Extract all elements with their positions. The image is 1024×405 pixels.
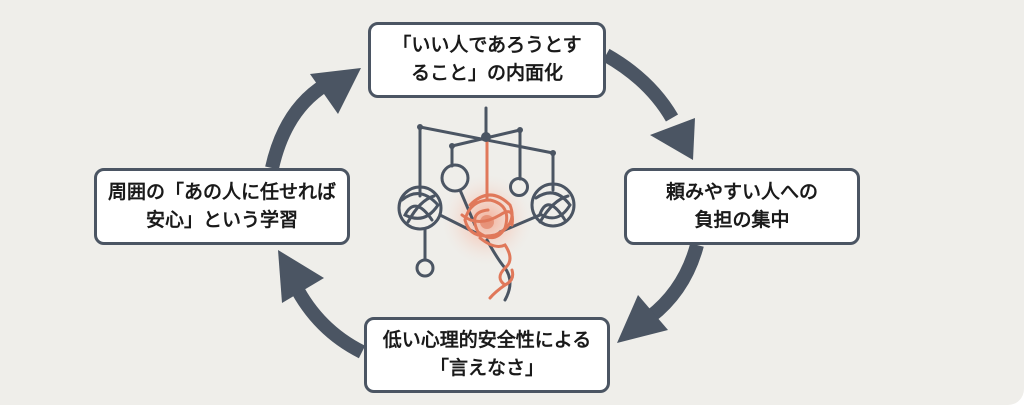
node-text-line: 「いい人であろうとす (392, 34, 582, 57)
arrowhead-icon (310, 68, 361, 114)
arrowhead-icon (278, 250, 324, 303)
tangled-mobile-icon (397, 106, 576, 302)
cycle-node-low-psychological-safety: 低い心理的安全性による 「言えなさ」 (364, 317, 610, 393)
node-text-line: 頼みやすい人への (665, 180, 818, 203)
cycle-node-burden-concentration: 頼みやすい人への 負担の集中 (624, 168, 860, 245)
arrow-bottom-to-left (278, 250, 366, 359)
arrow-top-to-right (602, 48, 695, 160)
node-text-line: 負担の集中 (694, 208, 790, 231)
node-text-line: 低い心理的安全性による (382, 329, 592, 352)
arrow-left-to-top (265, 68, 361, 170)
arrow-right-to-bottom (617, 243, 704, 343)
node-text-line: 安心」という学習 (145, 208, 298, 231)
cycle-node-learned-reliance: 周囲の「あの人に任せれば 安心」という学習 (94, 168, 350, 245)
cycle-node-internalized-good-person: 「いい人であろうとす ること」の内面化 (368, 22, 606, 98)
node-text-line: 周囲の「あの人に任せれば (107, 180, 336, 203)
node-text-line: ること」の内面化 (410, 62, 563, 84)
arrowhead-icon (617, 295, 668, 343)
node-text-line: 「言えなさ」 (429, 357, 544, 379)
arrowhead-icon (650, 118, 695, 160)
